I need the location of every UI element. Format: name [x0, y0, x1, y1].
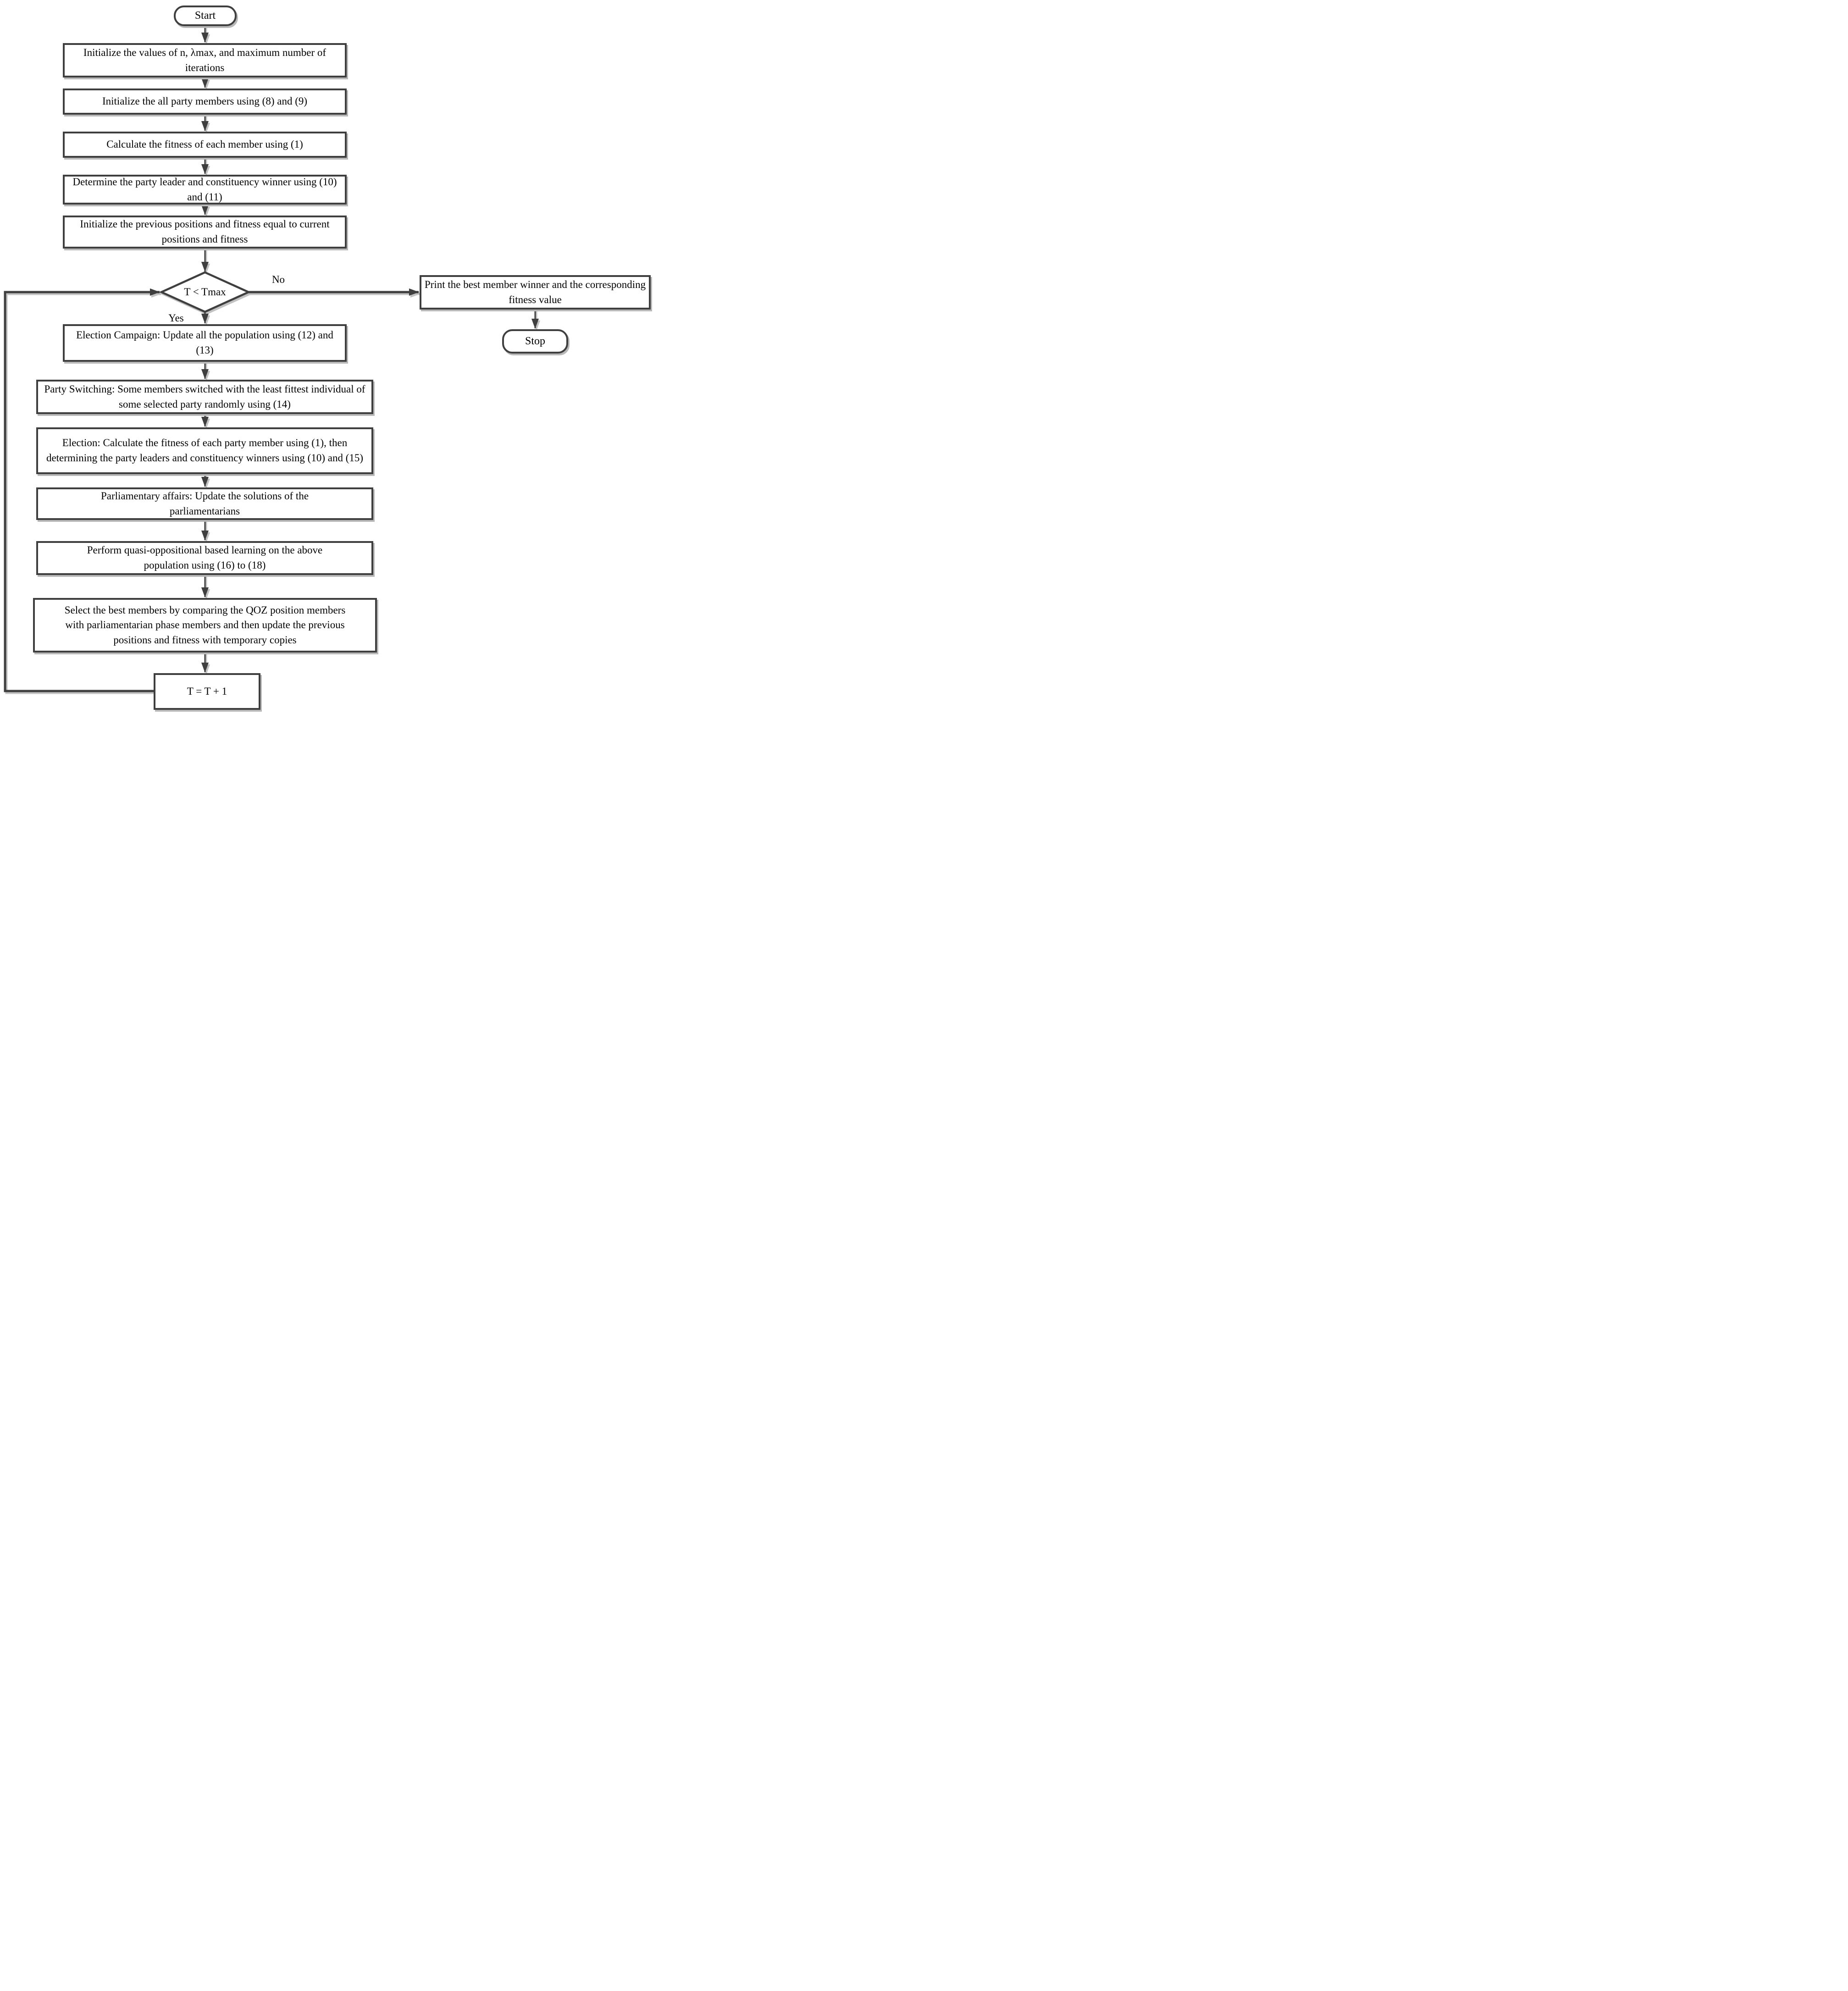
step-election-campaign: Election Campaign: Update all the popula… — [63, 324, 347, 362]
step-calculate-fitness: Calculate the fitness of each member usi… — [63, 132, 347, 158]
step-initialize-previous-positions: Initialize the previous positions and fi… — [63, 216, 347, 249]
step-select-best-members: Select the best members by comparing the… — [33, 598, 377, 653]
connector-layer — [4, 26, 539, 692]
decision-label: T < Tmax — [184, 286, 226, 298]
step-quasi-oppositional-learning: Perform quasi-oppositional based learnin… — [36, 541, 373, 575]
step-label: Initialize the values of n, λmax, and ma… — [83, 46, 326, 73]
step-label: Initialize the all party members using (… — [102, 95, 308, 107]
step-label: Party Switching: Some members switched w… — [44, 383, 365, 410]
loop-back-connector — [4, 288, 160, 692]
step-label: Calculate the fitness of each member usi… — [106, 138, 303, 150]
stop-terminal: Stop — [502, 329, 568, 354]
step-label: Print the best member winner and the cor… — [424, 278, 646, 305]
step-label: Determine the party leader and constitue… — [72, 176, 337, 203]
stop-label: Stop — [525, 335, 545, 348]
step-initialize-party-members: Initialize the all party members using (… — [63, 88, 347, 115]
step-party-switching: Party Switching: Some members switched w… — [36, 380, 373, 414]
decision-diamond — [159, 271, 251, 313]
no-branch-label: No — [271, 274, 285, 285]
yes-branch-label: Yes — [168, 312, 184, 324]
step-label: T = T + 1 — [187, 685, 227, 697]
step-print-best-member: Print the best member winner and the cor… — [420, 275, 651, 310]
step-label: Election Campaign: Update all the popula… — [76, 329, 333, 356]
step-election: Election: Calculate the fitness of each … — [36, 427, 373, 474]
step-label: Parliamentary affairs: Update the soluti… — [100, 490, 309, 517]
start-label: Start — [194, 10, 216, 22]
step-label: Election: Calculate the fitness of each … — [46, 437, 364, 464]
step-parliamentary-affairs: Parliamentary affairs: Update the soluti… — [36, 487, 373, 520]
step-label: Perform quasi-oppositional based learnin… — [87, 544, 323, 571]
flowchart: Start Initialize the values of n, λmax, … — [0, 0, 660, 712]
step-increment-iteration: T = T + 1 — [154, 673, 260, 710]
start-terminal: Start — [174, 6, 237, 26]
step-label: Select the best members by comparing the… — [64, 604, 346, 646]
step-initialize-values: Initialize the values of n, λmax, and ma… — [63, 43, 347, 77]
step-determine-leader-winner: Determine the party leader and constitue… — [63, 175, 347, 205]
step-label: Initialize the previous positions and fi… — [80, 218, 330, 245]
